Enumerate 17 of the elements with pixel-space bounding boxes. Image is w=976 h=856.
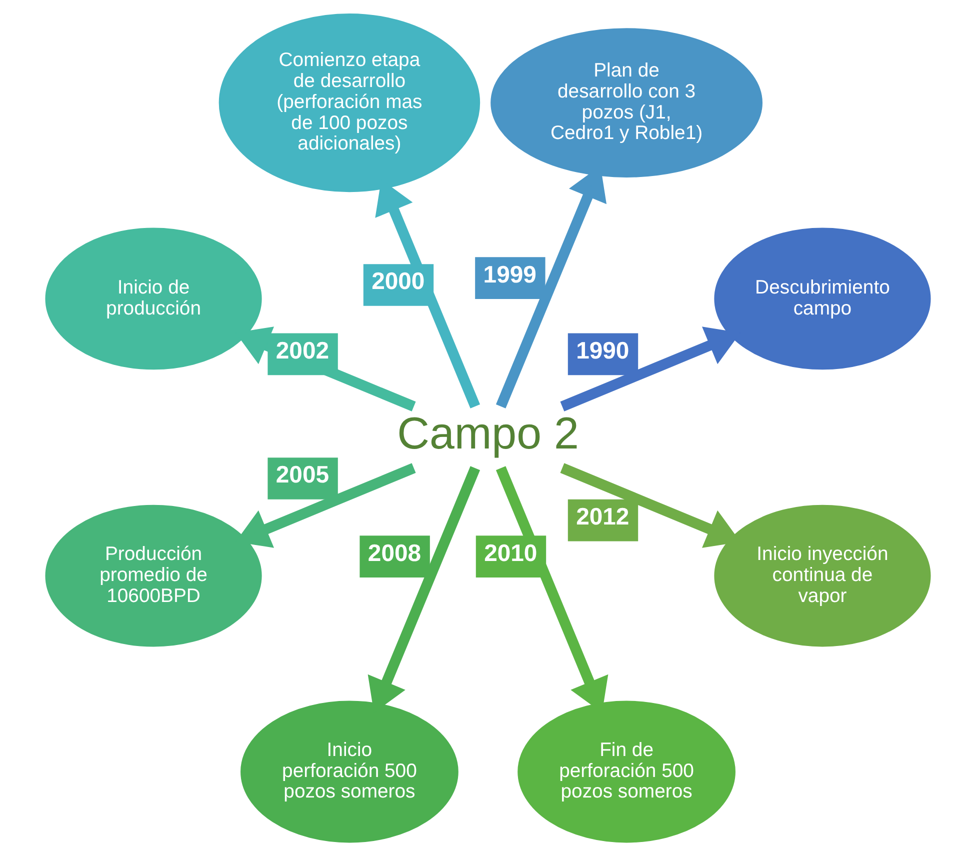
- node-ellipse: Descubrimiento campo: [714, 228, 931, 370]
- node-ellipse: Comienzo etapa de desarrollo (perforación mas de 100 pozos adicionales): [218, 13, 480, 192]
- node-ellipse: Inicio de producción: [45, 228, 262, 370]
- node-ellipse: Producción promedio de 10600BPD: [45, 504, 262, 647]
- node-ellipse: Inicio perforación 500 pozos someros: [240, 700, 458, 843]
- edge-label: 2000: [372, 268, 425, 296]
- node-ellipse: Inicio inyección continua de vapor: [714, 504, 931, 647]
- node-text: Campo 2: [397, 408, 579, 458]
- edge-label: 1999: [483, 261, 536, 288]
- edge-label: 2005: [276, 462, 330, 489]
- edge-label: 2010: [484, 540, 538, 567]
- node-ellipse: Fin de perforación 500 pozos someros: [518, 700, 736, 843]
- edge-label: 2008: [368, 540, 422, 567]
- edge-label: 2012: [576, 504, 630, 531]
- node-ellipse: Plan de desarrollo con 3 pozos (J1, Cedro1 y Roble1): [490, 28, 762, 178]
- edge-label: 2002: [276, 337, 330, 364]
- edge-label: 1990: [576, 337, 630, 364]
